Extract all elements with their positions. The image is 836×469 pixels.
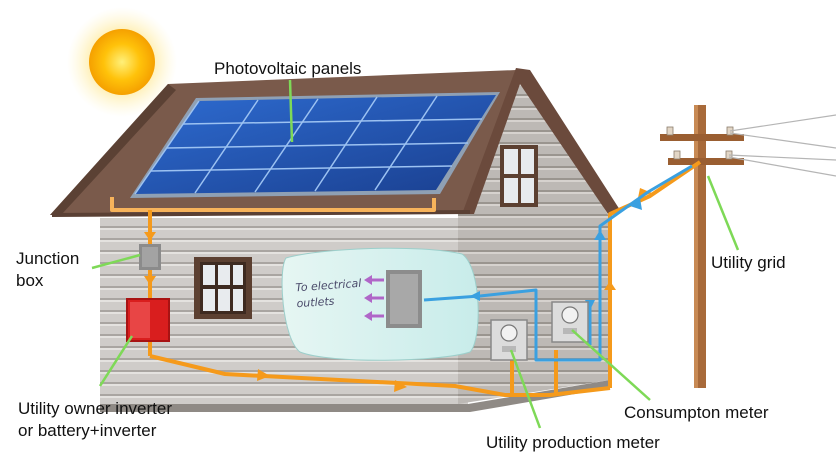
leader-utility-grid (706, 175, 740, 251)
outlet-arrows (364, 275, 384, 321)
production-meter-label: Utility production meter (486, 433, 660, 452)
leader-junction-box (91, 253, 141, 270)
meter-icon (551, 301, 589, 343)
solar-panel-icon (130, 92, 500, 198)
inverter-label-line2: or battery+inverter (18, 421, 157, 440)
inverter-label: Utility owner inverter or battery+invert… (18, 398, 172, 442)
junction-box-label-line2: box (16, 271, 44, 290)
inverter-label-line1: Utility owner inverter (18, 399, 172, 418)
sun-icon (67, 7, 177, 117)
junction-box-label: Junction box (16, 248, 79, 292)
outlets-label: To electrical outlets (295, 276, 363, 313)
junction-box-icon (139, 244, 161, 270)
leader-inverter (98, 335, 134, 387)
utility-grid-label: Utility grid (711, 253, 786, 272)
leader-consumption-meter (571, 329, 651, 401)
meter-icon (490, 319, 528, 361)
photovoltaic-panels-label: Photovoltaic panels (214, 59, 362, 78)
junction-box-label-line1: Junction (16, 249, 80, 268)
inverter-icon (126, 298, 170, 342)
leader-production-meter (509, 349, 542, 429)
utility-pole-icon (660, 105, 836, 388)
consumption-meter-label: Consumpton meter (624, 403, 769, 422)
outlets-area (281, 247, 479, 361)
breaker-panel-icon (386, 270, 422, 328)
leader-lines (91, 79, 740, 429)
leader-photovoltaic (288, 79, 294, 143)
